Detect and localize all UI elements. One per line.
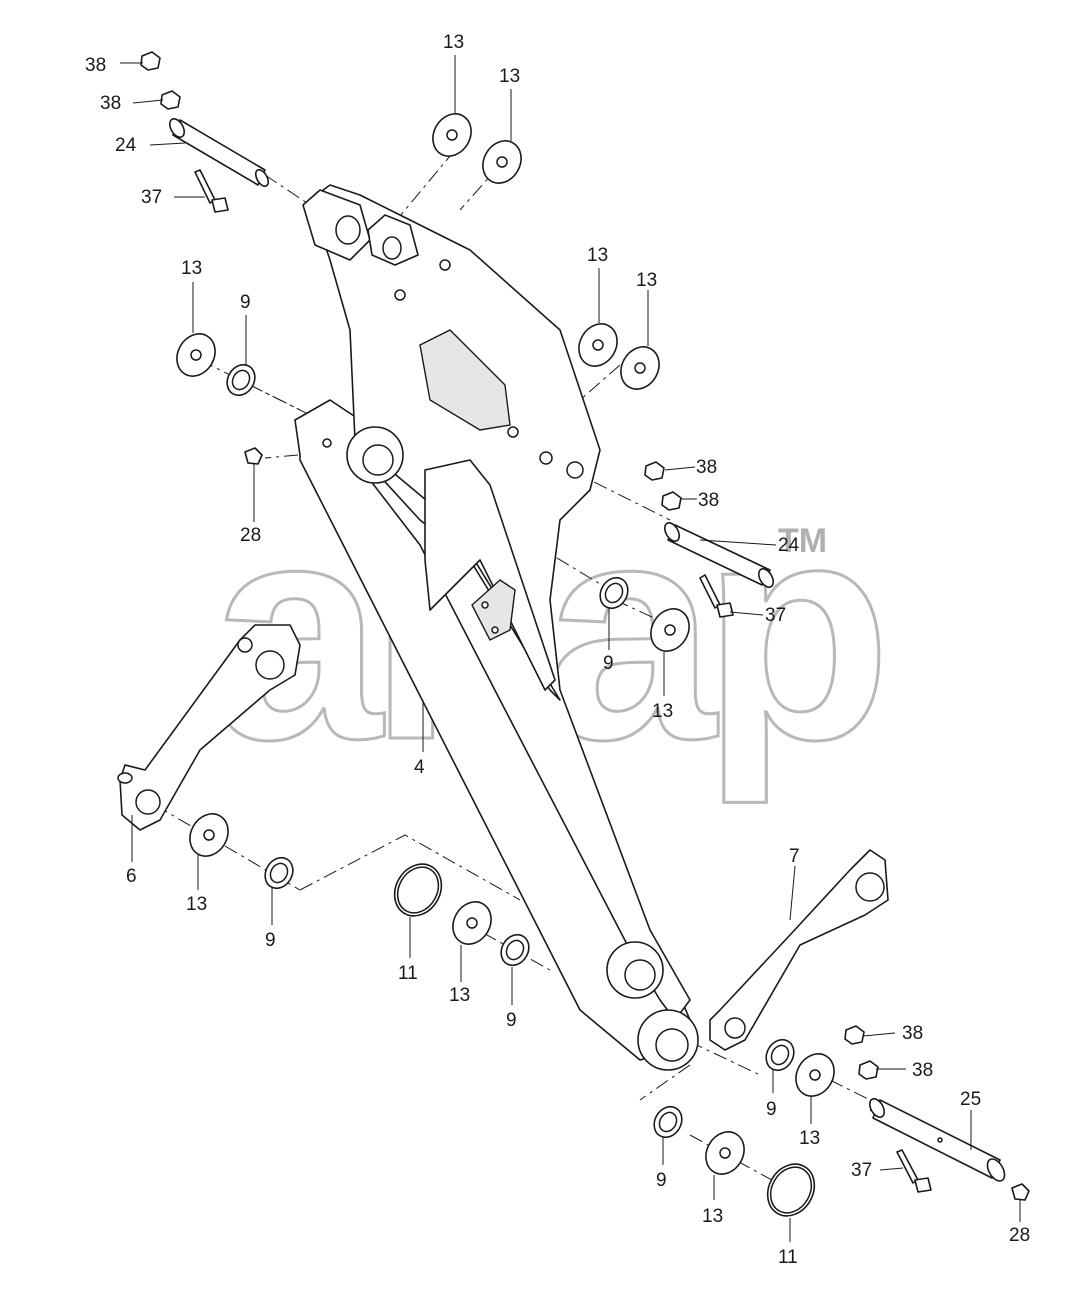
callout-13-washer-i: 13 — [799, 1128, 820, 1149]
watermark-trademark: TM — [778, 522, 827, 560]
bolt-37-bottom — [896, 1149, 932, 1193]
callout-13-washer-h: 13 — [449, 985, 470, 1006]
pin-24-right — [663, 522, 775, 588]
callout-38-nut-bottom: 38 — [902, 1023, 923, 1044]
callout-11-ring-a: 11 — [398, 963, 418, 984]
callout-11-ring-b: 11 — [778, 1247, 798, 1268]
callout-13-washer-e: 13 — [636, 270, 657, 291]
pin-25 — [868, 1098, 1006, 1182]
link-right — [709, 849, 889, 1051]
bolt-37-top — [194, 169, 229, 213]
callout-38-nut-right-2: 38 — [698, 490, 719, 511]
callout-37-bolt-top: 37 — [141, 187, 162, 208]
callout-28-fitting-a: 28 — [240, 525, 261, 546]
callout-37-bolt-bottom: 37 — [851, 1160, 872, 1181]
boom-arm — [294, 184, 699, 1071]
leader-lines — [120, 55, 1021, 1242]
callout-9-seal-d: 9 — [506, 1010, 517, 1031]
boom-top-pin-bore — [335, 215, 361, 245]
callout-9-seal-e: 9 — [766, 1099, 777, 1120]
bolt-37-right — [699, 574, 734, 618]
callout-9-seal-f: 9 — [656, 1170, 667, 1191]
callout-24-pin-top: 24 — [115, 135, 137, 156]
callout-13-washer-g: 13 — [186, 894, 207, 915]
callout-4-boom: 4 — [414, 757, 425, 778]
callout-13-washer-f: 13 — [652, 701, 673, 722]
callout-38-nut-top: 38 — [85, 55, 106, 76]
callout-28-fitting-b: 28 — [1009, 1225, 1030, 1246]
seals-9 — [226, 363, 795, 1139]
callout-9-seal-c: 9 — [265, 930, 276, 951]
callout-7-link-right: 7 — [789, 846, 800, 867]
callout-6-link-left: 6 — [126, 866, 137, 887]
callout-37-bolt-right: 37 — [765, 605, 786, 626]
callout-13-washer-j: 13 — [702, 1206, 723, 1227]
pin-24-top — [168, 118, 270, 187]
nuts — [140, 51, 1030, 1201]
callout-13-washer-b: 13 — [499, 66, 520, 87]
callout-38-nut-bottom-2: 38 — [912, 1060, 933, 1081]
callout-24-pin-right: 24 — [778, 535, 800, 556]
callout-9-seal-a: 9 — [240, 292, 251, 313]
washers-13 — [176, 113, 835, 1175]
callout-13-washer-c: 13 — [181, 258, 202, 279]
callout-13-washer-d: 13 — [587, 245, 608, 266]
rings-11 — [393, 863, 816, 1217]
callout-labels: 38 38 24 37 13 13 13 9 13 13 28 38 38 24… — [85, 32, 1030, 1268]
callout-25-pin-bottom: 25 — [960, 1089, 981, 1110]
callout-38-nut-top-2: 38 — [100, 93, 121, 114]
link-left — [117, 624, 301, 831]
callout-13-washer-a: 13 — [443, 32, 464, 53]
callout-9-seal-b: 9 — [603, 653, 614, 674]
callout-38-nut-right: 38 — [696, 457, 717, 478]
